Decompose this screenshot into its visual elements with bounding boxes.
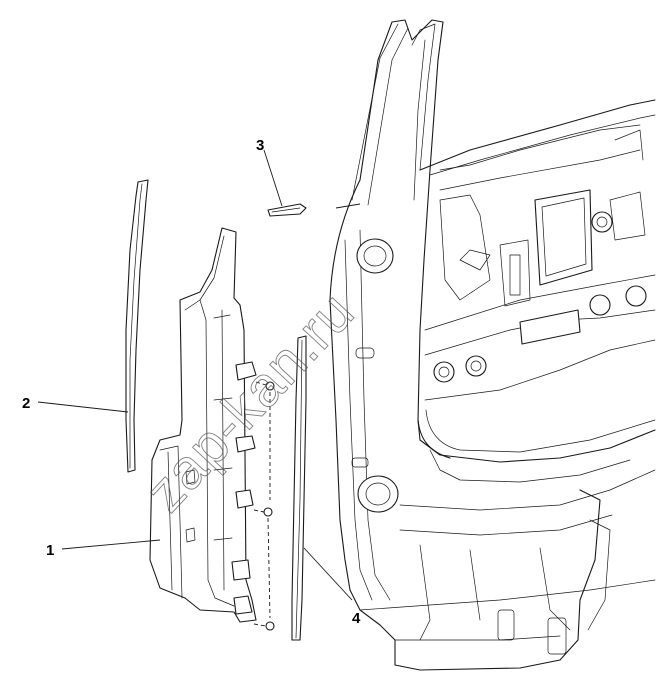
leader-lines <box>37 149 361 601</box>
part-1-pillar-trim <box>149 227 257 623</box>
fasteners <box>253 381 275 631</box>
body-side-panel <box>329 19 656 671</box>
part-2-trim-strip <box>125 179 149 473</box>
callout-2: 2 <box>22 395 30 412</box>
callout-labels: 1 2 3 4 <box>22 137 361 627</box>
callout-3: 3 <box>256 137 264 154</box>
part-4-weatherstrip <box>291 335 307 641</box>
watermark-text: zap-kan.ru <box>133 279 366 523</box>
part-3-clip <box>267 203 307 217</box>
callout-1: 1 <box>46 542 54 559</box>
callout-4: 4 <box>352 610 361 627</box>
